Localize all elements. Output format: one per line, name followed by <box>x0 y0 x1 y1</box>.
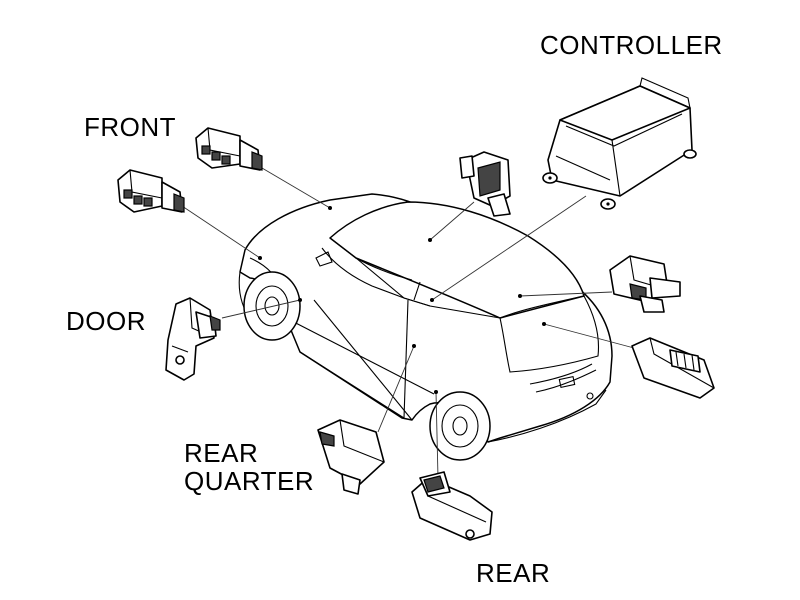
front-sensor-upper <box>195 127 263 171</box>
label-controller: CONTROLLER <box>540 30 723 60</box>
label-door: DOOR <box>66 306 146 336</box>
car-illustration <box>238 193 613 461</box>
rear-upper-sensor <box>609 255 681 313</box>
label-rear-quarter-line2: QUARTER <box>184 466 315 496</box>
rear-lower-sensor <box>631 337 715 399</box>
label-front: FRONT <box>84 112 177 142</box>
rear-sensor <box>411 471 493 541</box>
rear-quarter-sensor <box>317 419 385 495</box>
label-rear: REAR <box>476 558 551 588</box>
leader-lines <box>181 167 635 479</box>
door-sensor <box>165 297 221 381</box>
controller-module <box>542 77 697 210</box>
label-rear-quarter-line1: REAR <box>184 438 259 468</box>
front-sensor-lower <box>117 169 185 213</box>
center-sensor <box>459 151 511 217</box>
